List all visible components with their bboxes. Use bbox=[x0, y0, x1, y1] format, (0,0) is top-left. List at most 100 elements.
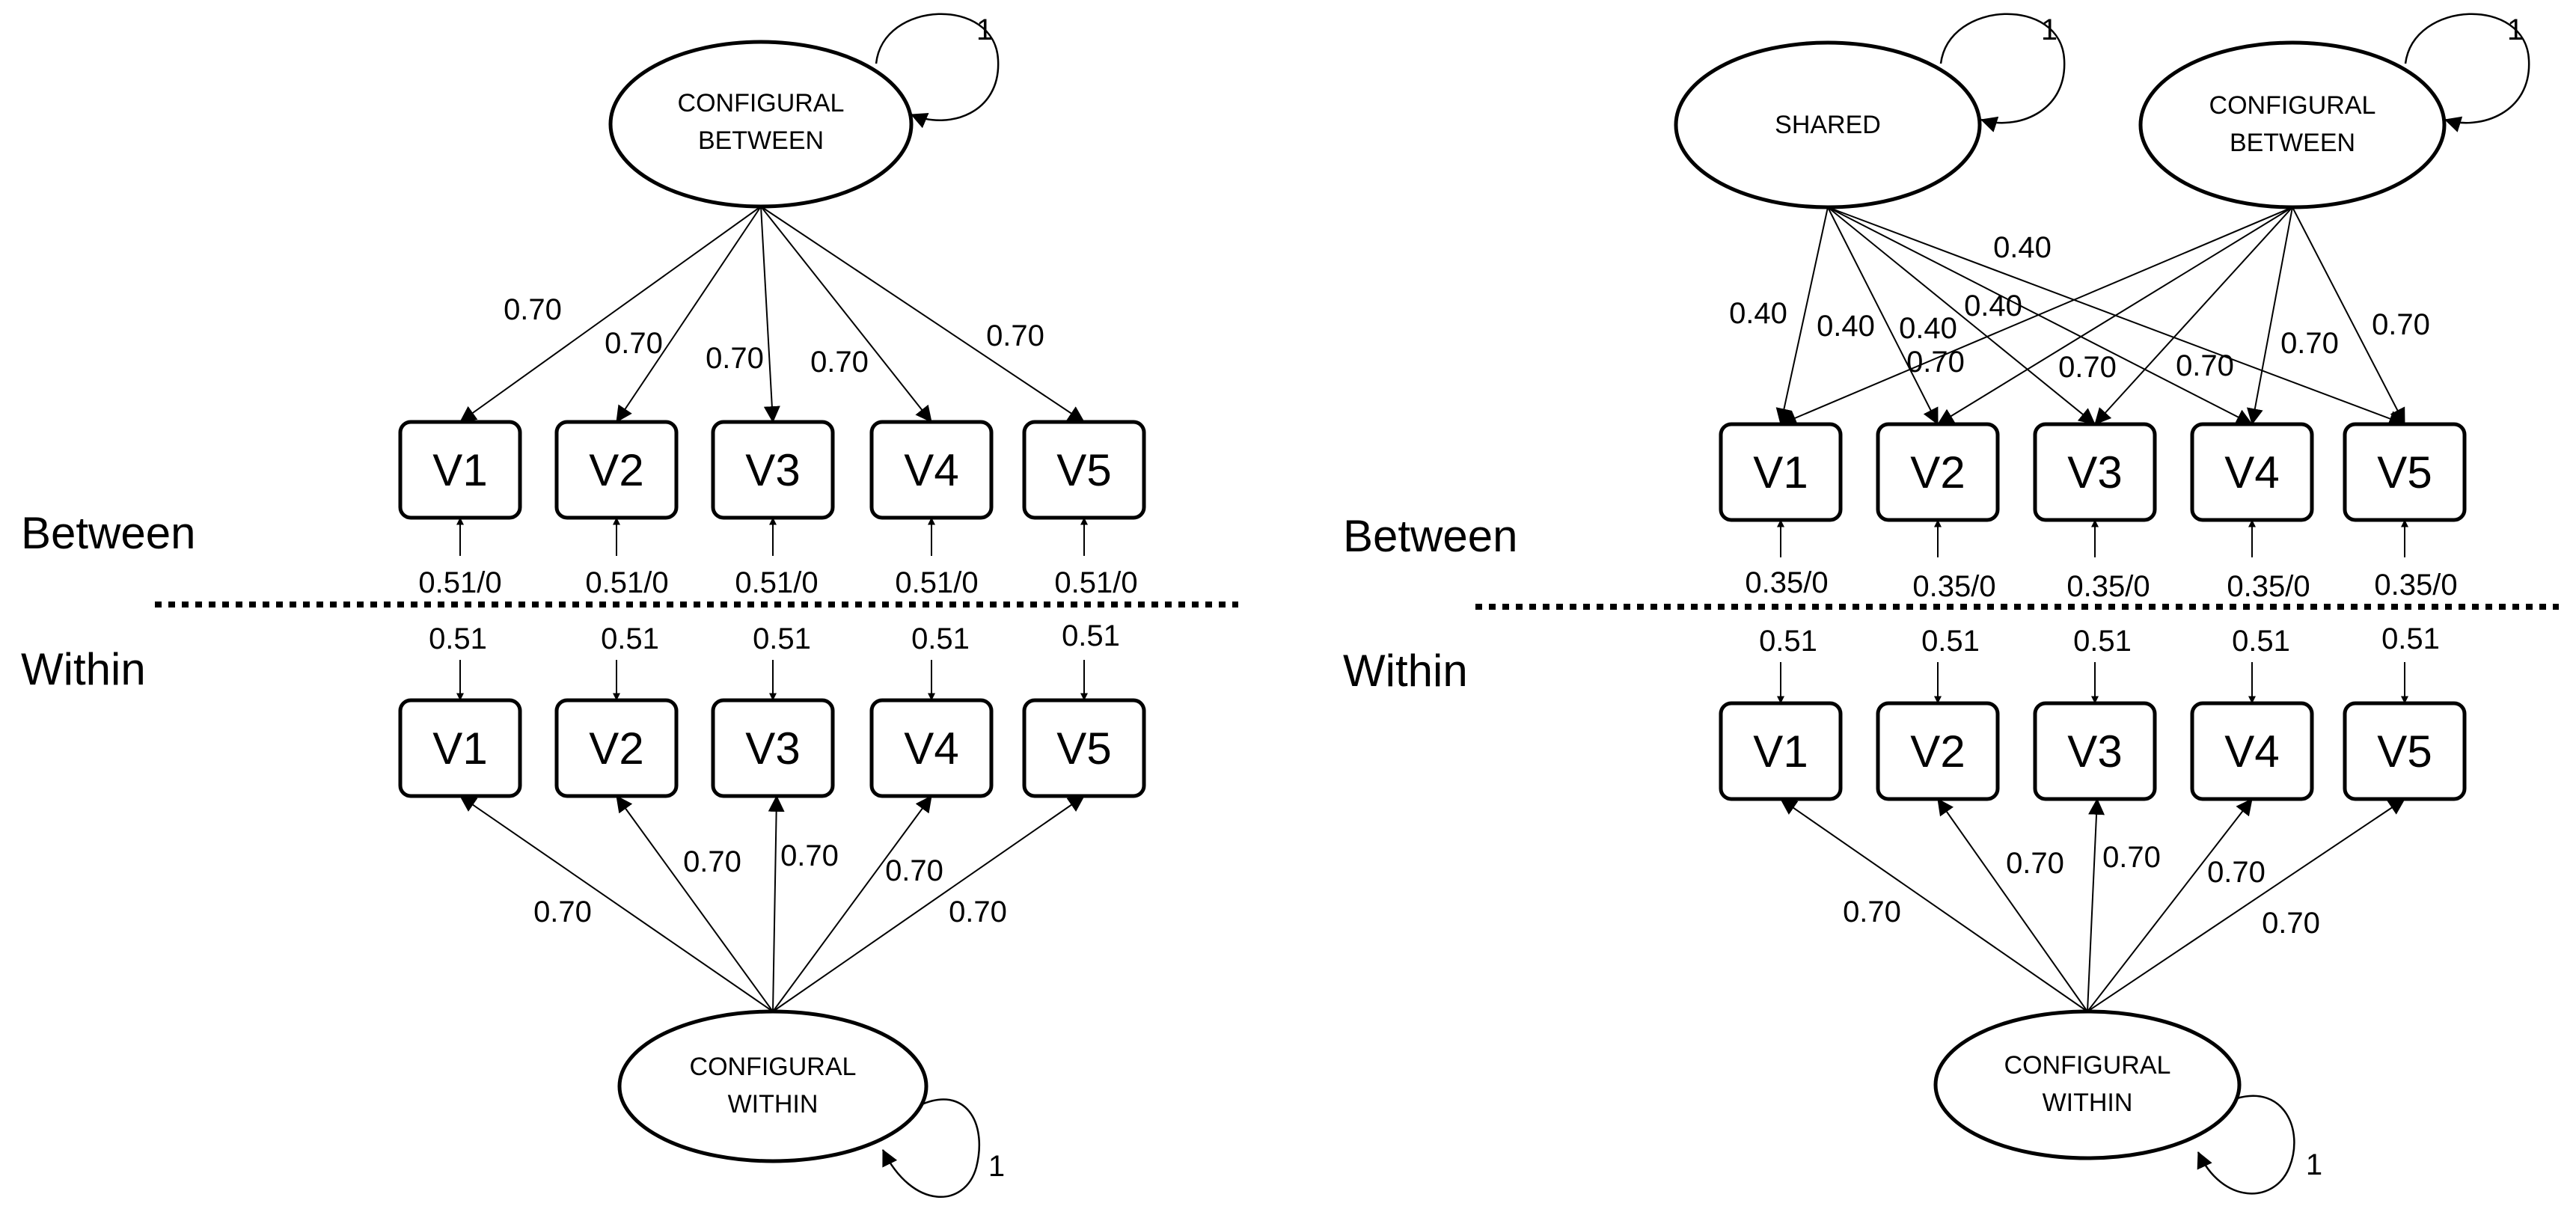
factor-label-line2: WITHIN bbox=[2043, 1089, 2133, 1117]
left-between-residuals: 0.51/0 0.51/0 0.51/0 0.51/0 0.51/0 bbox=[418, 517, 1138, 599]
loading-label: 0.70 bbox=[949, 896, 1007, 928]
loading-label: 0.70 bbox=[810, 346, 869, 379]
residual-label: 0.35/0 bbox=[1912, 570, 1995, 603]
factor-label-line1: CONFIGURAL bbox=[678, 89, 845, 117]
loading-label: 0.70 bbox=[2006, 847, 2064, 880]
loading-arrow-v4 bbox=[2247, 206, 2293, 426]
variable-label: V1 bbox=[1753, 447, 1808, 498]
loading-label: 0.40 bbox=[1964, 290, 2022, 322]
variance-loop-arrow bbox=[875, 13, 1000, 129]
loading-arrow-v2 bbox=[1937, 206, 2293, 425]
residual-label: 0.51/0 bbox=[418, 566, 501, 599]
loading-label: 0.70 bbox=[2102, 841, 2161, 874]
shared-loading-arrow-v1 bbox=[1775, 206, 1829, 426]
loading-label: 0.70 bbox=[2176, 349, 2234, 382]
loading-arrow-v1 bbox=[459, 206, 762, 423]
loading-arrow-v5 bbox=[760, 206, 1085, 423]
factor-label-line1: CONFIGURAL bbox=[2004, 1051, 2171, 1080]
variance-loop-arrow bbox=[881, 1098, 980, 1199]
loading-label: 0.70 bbox=[2280, 327, 2339, 360]
loading-arrow-v5 bbox=[2087, 798, 2405, 1012]
loading-label: 0.70 bbox=[1906, 346, 1965, 379]
variable-label: V5 bbox=[2377, 726, 2432, 777]
variable-label: V2 bbox=[1910, 726, 1965, 777]
left-configural-between-factor: CONFIGURAL BETWEEN 1 bbox=[608, 13, 1000, 209]
loading-label: 0.70 bbox=[706, 342, 764, 375]
left-configural-within-factor: CONFIGURAL WITHIN 1 bbox=[617, 1009, 1005, 1199]
shared-loading-arrow-v3 bbox=[1827, 206, 2096, 425]
right-between-residuals: 0.35/0 0.35/0 0.35/0 0.35/0 0.35/0 bbox=[1745, 519, 2458, 603]
variable-label: V2 bbox=[589, 723, 643, 774]
residual-label: 0.51 bbox=[753, 622, 811, 655]
right-between-variables: V1 V2 V3 V4 V5 bbox=[1719, 422, 2467, 522]
loading-label: 0.70 bbox=[2207, 856, 2266, 889]
loading-arrow-v2 bbox=[616, 795, 774, 1012]
variance-label: 1 bbox=[2507, 13, 2524, 46]
variable-label: V3 bbox=[2067, 726, 2122, 777]
loading-arrow-v1 bbox=[1780, 798, 2088, 1012]
loading-label: 0.70 bbox=[1843, 896, 1901, 928]
right-configural-loadings: 0.70 0.70 0.70 0.70 0.70 bbox=[1779, 206, 2430, 426]
loading-label: 0.70 bbox=[2262, 907, 2320, 940]
residual-label: 0.51 bbox=[2381, 622, 2440, 655]
loading-label: 0.70 bbox=[504, 293, 562, 326]
variable-label: V1 bbox=[432, 723, 487, 774]
variable-label: V4 bbox=[904, 445, 958, 495]
variable-label: V1 bbox=[1753, 726, 1808, 777]
loading-arrow-v2 bbox=[1937, 798, 2088, 1012]
loading-arrow-v3 bbox=[2094, 206, 2293, 425]
variable-label: V2 bbox=[1910, 447, 1965, 498]
residual-label: 0.51 bbox=[2232, 625, 2290, 658]
section-label-between: Between bbox=[1343, 511, 1518, 561]
right-within-variables: V1 V2 V3 V4 V5 bbox=[1719, 701, 2467, 801]
right-configural-within-factor: CONFIGURAL WITHIN 1 bbox=[1933, 1009, 2322, 1195]
variable-label: V4 bbox=[904, 723, 958, 774]
section-label-within: Within bbox=[1343, 646, 1468, 696]
shared-loading-arrow-v2 bbox=[1827, 206, 1939, 425]
loading-arrow-v3 bbox=[760, 206, 780, 423]
loading-arrow-v2 bbox=[616, 206, 762, 423]
residual-label: 0.35/0 bbox=[2227, 570, 2310, 603]
right-configural-between-factor: CONFIGURAL BETWEEN 1 bbox=[2138, 13, 2530, 209]
residual-label: 0.51 bbox=[429, 622, 487, 655]
loading-label: 0.40 bbox=[1899, 312, 1957, 345]
factor-label-line1: CONFIGURAL bbox=[2209, 91, 2376, 120]
loading-arrow-v4 bbox=[760, 206, 932, 423]
left-panel: CONFIGURAL BETWEEN 1 0.70 0.70 0.70 0.70… bbox=[21, 13, 1238, 1199]
residual-label: 0.51 bbox=[2073, 625, 2132, 658]
residual-label: 0.35/0 bbox=[2374, 569, 2457, 602]
right-shared-factor: SHARED 1 bbox=[1674, 13, 2066, 209]
loading-label: 0.70 bbox=[885, 854, 943, 887]
right-within-residuals: 0.51 0.51 0.51 0.51 0.51 bbox=[1759, 622, 2440, 704]
right-within-loadings: 0.70 0.70 0.70 0.70 0.70 bbox=[1780, 798, 2405, 1012]
loading-label: 0.40 bbox=[1993, 231, 2052, 264]
factor-label: SHARED bbox=[1775, 111, 1881, 139]
variable-label: V4 bbox=[2224, 447, 2279, 498]
variance-loop-arrow bbox=[2197, 1095, 2295, 1195]
loading-label: 0.70 bbox=[986, 319, 1044, 352]
loading-arrow-v1 bbox=[459, 795, 774, 1012]
variable-label: V1 bbox=[432, 445, 487, 495]
loading-label: 0.70 bbox=[2372, 308, 2430, 341]
variable-label: V3 bbox=[745, 445, 800, 495]
factor-label-line1: CONFIGURAL bbox=[690, 1053, 857, 1081]
loading-arrow-v3 bbox=[2087, 798, 2105, 1012]
variable-label: V5 bbox=[1056, 445, 1111, 495]
variable-label: V3 bbox=[2067, 447, 2122, 498]
variance-label: 1 bbox=[988, 1150, 1005, 1183]
right-shared-loadings: 0.40 0.40 0.40 0.40 0.40 bbox=[1729, 206, 2406, 426]
left-between-loadings: 0.70 0.70 0.70 0.70 0.70 bbox=[459, 206, 1085, 423]
factor-label-line2: BETWEEN bbox=[2230, 129, 2355, 157]
residual-label: 0.51 bbox=[1759, 625, 1817, 658]
loading-arrow-v5 bbox=[772, 795, 1085, 1012]
residual-label: 0.51 bbox=[911, 622, 970, 655]
loading-label: 0.70 bbox=[605, 327, 663, 360]
variance-loop-arrow bbox=[1939, 13, 2066, 132]
variance-label: 1 bbox=[2306, 1148, 2322, 1181]
loading-arrow-v4 bbox=[772, 795, 932, 1012]
loading-label: 0.70 bbox=[2058, 351, 2117, 384]
loading-label: 0.40 bbox=[1729, 297, 1787, 330]
variance-label: 1 bbox=[2041, 13, 2058, 46]
residual-label: 0.51/0 bbox=[735, 566, 818, 599]
section-label-between: Between bbox=[21, 508, 196, 558]
